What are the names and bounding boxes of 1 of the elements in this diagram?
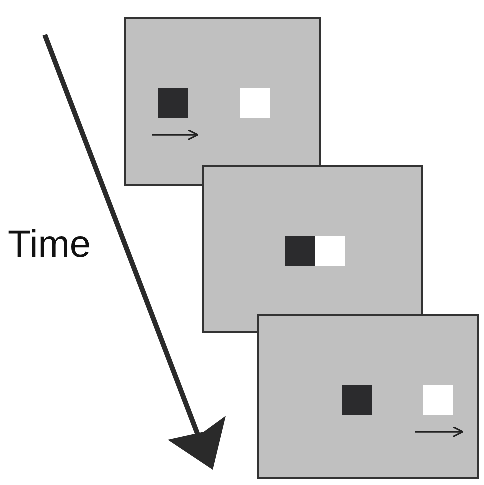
axis-label: Time <box>8 226 92 264</box>
